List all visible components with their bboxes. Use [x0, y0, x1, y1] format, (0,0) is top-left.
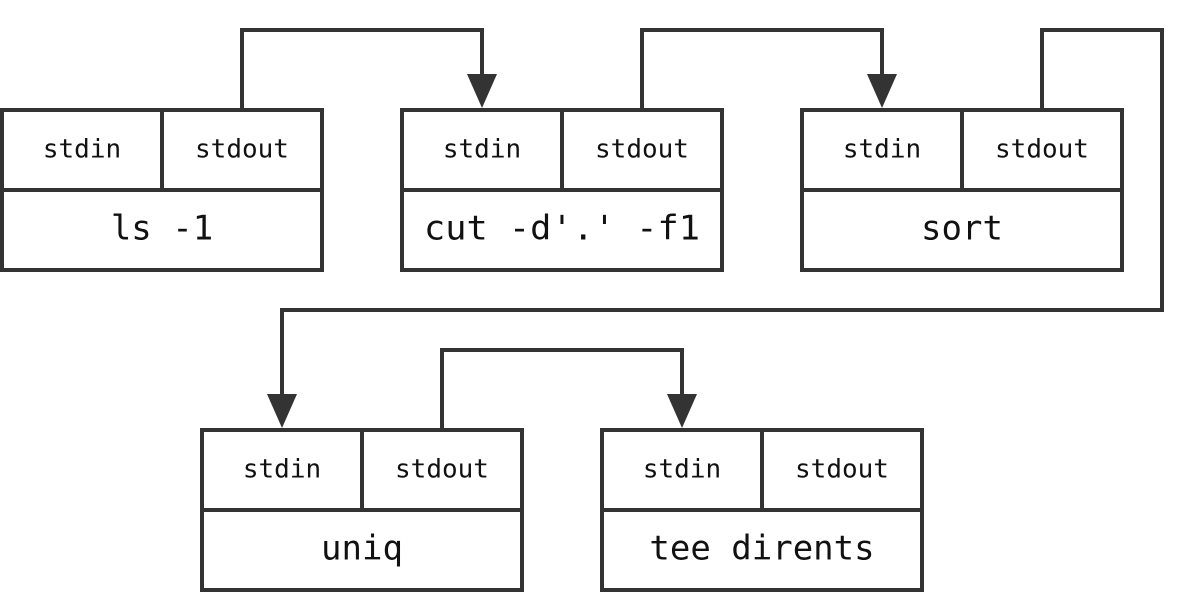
stdout-port-label: stdout	[195, 135, 289, 165]
arrow-into-process-5	[667, 394, 697, 428]
command-label: sort	[921, 209, 1003, 249]
command-label: cut -d'.' -f1	[424, 209, 700, 249]
pipe-2-to-3	[640, 28, 884, 110]
pipe-connectors	[240, 28, 1164, 430]
stdin-port-label: stdin	[443, 135, 521, 165]
process-box-tee: stdin stdout tee dirents	[600, 428, 924, 592]
stdout-port-label: stdout	[595, 135, 689, 165]
stdout-port-label: stdout	[995, 135, 1089, 165]
pipe-3-to-4	[280, 28, 1164, 402]
command-label: uniq	[321, 529, 403, 569]
stdin-port-label: stdin	[643, 455, 721, 485]
stdin-port-label: stdin	[243, 455, 321, 485]
stdout-port-label: stdout	[395, 455, 489, 485]
pipe-1-to-2	[240, 28, 484, 110]
arrow-into-process-4	[267, 394, 297, 428]
command-label: tee dirents	[649, 529, 874, 569]
command-label: ls -1	[111, 209, 213, 249]
arrow-into-process-3	[867, 74, 897, 108]
process-box-uniq: stdin stdout uniq	[200, 428, 524, 592]
stdin-port-label: stdin	[843, 135, 921, 165]
process-box-sort: stdin stdout sort	[800, 108, 1124, 272]
arrow-into-process-2	[467, 74, 497, 108]
stdout-port-label: stdout	[795, 455, 889, 485]
stdin-port-label: stdin	[43, 135, 121, 165]
pipe-4-to-5	[440, 348, 684, 430]
process-box-ls: stdin stdout ls -1	[0, 108, 324, 272]
process-box-cut: stdin stdout cut -d'.' -f1	[400, 108, 724, 272]
